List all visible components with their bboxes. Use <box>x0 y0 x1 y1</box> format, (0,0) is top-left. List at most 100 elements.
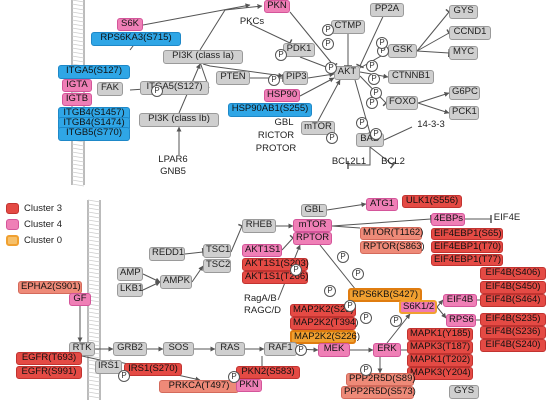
node-pck1: PCK1 <box>449 106 479 120</box>
node-irs1: IRS1 <box>95 360 122 374</box>
node-gys-bottom: GYS <box>449 385 479 399</box>
connector-12 <box>416 8 453 52</box>
node-rptor: RPTOR <box>293 232 332 245</box>
connector-53 <box>436 306 447 319</box>
node-amp: AMP <box>117 267 143 281</box>
node-map2k2-s23: MAP2K2(S23) <box>290 304 356 317</box>
node-ctnnb1: CTNNB1 <box>388 70 434 84</box>
phospho-site-4: P <box>366 60 378 72</box>
node-lkb1: LKB1 <box>117 283 143 297</box>
node-bcl2l1: BCL2L1 <box>331 156 367 167</box>
node-pi3k-class-ia: PI3K (class Ia) <box>163 50 243 64</box>
node-rptor-s863: RPTOR(S863) <box>360 241 425 254</box>
node-pkcs: PKCs <box>239 16 265 27</box>
node-eif4b-s450: EIF4B(S450) <box>480 281 546 294</box>
phospho-site-5: P <box>368 73 380 85</box>
node-rictor: RICTOR <box>257 130 295 141</box>
phospho-site-20: P <box>360 312 372 324</box>
connector-8 <box>142 3 251 26</box>
node-eif4ebp1-t77: EIF4EBP1(T77) <box>431 254 503 266</box>
node-eif4e: EIF4E <box>493 212 521 223</box>
node-ulk1-s556: ULK1(S556) <box>402 195 462 208</box>
phospho-site-1: P <box>268 74 280 86</box>
connector-40 <box>142 281 161 291</box>
node-ppp2r5d-s89: PPP2R5D(S89) <box>346 373 416 386</box>
node-g6pc: G6PC <box>449 86 480 100</box>
connector-37 <box>184 247 205 257</box>
connector-51 <box>386 313 411 344</box>
connector-43 <box>281 234 297 251</box>
node-ppp2r5d-s573: PPP2R5D(S573) <box>341 386 416 399</box>
node-igta: IGTA <box>62 79 92 92</box>
phospho-site-18: P <box>344 300 356 312</box>
node-mapk3-y204: MAPK3(Y204) <box>407 367 473 380</box>
phospho-site-11: P <box>151 85 163 97</box>
node-rps6ka3-s715: RPS6KA3(S715) <box>91 32 181 46</box>
node-ctmp: CTMP <box>331 20 365 34</box>
phospho-site-24: P <box>228 371 240 383</box>
node-hsp90: HSP90 <box>264 89 300 102</box>
node-irs1-s270: IRS1(S270) <box>124 363 182 376</box>
phospho-site-25: P <box>295 344 307 356</box>
node-14-3-3: 14-3-3 <box>417 119 445 130</box>
node-4ebps: 4EBPs <box>431 213 465 226</box>
node-raga-b: RagA/B <box>244 293 277 304</box>
node-eif4b-s406: EIF4B(S406) <box>480 267 546 280</box>
phospho-site-9: P <box>356 117 368 129</box>
phospho-site-2: P <box>322 38 334 50</box>
connector-41 <box>230 223 246 253</box>
node-redd1: REDD1 <box>149 247 185 261</box>
node-eif4b-s235: EIF4B(S235) <box>480 313 546 326</box>
node-eif4ebp1-s65: EIF4EBP1(S65) <box>431 228 503 240</box>
node-atg1: ATG1 <box>366 198 398 211</box>
node-pkn2-s583: PKN2(S583) <box>236 366 300 379</box>
node-lpar6: LPAR6 <box>158 154 188 165</box>
node-akt1s1-s203: AKT1S1(S203) <box>242 258 309 271</box>
connector-19 <box>417 102 450 114</box>
node-map2k2-s226: MAP2K2(S226) <box>290 330 360 344</box>
node-pp2a: PP2A <box>370 3 404 17</box>
legend-swatch-cluster-3 <box>6 203 19 214</box>
node-hsp90ab1-s255: HSP90AB1(S255) <box>228 103 312 117</box>
node-epha2-s901: EPHA2(S901) <box>18 281 82 294</box>
node-mapk1-y185: MAPK1(Y185) <box>407 328 473 341</box>
node-gbl-bottom: GBL <box>301 204 327 217</box>
connector-36 <box>81 355 101 361</box>
node-itgb5-s770: ITGB5(S770) <box>58 127 130 141</box>
node-itga5-s127-a: ITGA5(S127) <box>58 65 130 79</box>
node-gys-top: GYS <box>449 5 478 19</box>
node-eif4ebp1-t70: EIF4EBP1(T70) <box>431 241 503 253</box>
node-mtor-bottom: mTOR <box>293 219 332 232</box>
connector-45 <box>326 202 367 211</box>
node-foxo: FOXO <box>386 96 418 110</box>
node-tsc1: TSC1 <box>203 244 231 258</box>
node-mtor-top: mTOR <box>301 121 335 135</box>
node-akt1s1: AKT1S1 <box>242 244 282 257</box>
phospho-site-0: P <box>275 49 287 61</box>
node-pip3: PIP3 <box>283 71 308 85</box>
node-pi3k-class-ib: PI3K (class Ib) <box>139 113 219 127</box>
node-fak: FAK <box>97 82 123 96</box>
node-egfr-s991: EGFR(S991) <box>16 366 82 379</box>
node-prkca-t497: PRKCA(T497) <box>159 380 239 393</box>
connector-15 <box>356 9 387 69</box>
node-mapk1-t202: MAPK1(T202) <box>407 354 473 367</box>
legend-label-cluster-0: Cluster 0 <box>24 235 63 246</box>
legend-swatch-cluster-4 <box>6 219 19 230</box>
connector-52 <box>436 299 444 308</box>
phospho-site-17: P <box>324 285 336 297</box>
node-pten: PTEN <box>216 71 250 85</box>
connector-18 <box>417 92 450 104</box>
connector-23 <box>369 146 397 169</box>
connector-38 <box>191 265 204 283</box>
node-sos: SOS <box>163 342 194 356</box>
node-erk: ERK <box>373 343 401 357</box>
connector-22 <box>347 147 371 169</box>
connector-24 <box>299 77 335 97</box>
legend-label-cluster-3: Cluster 3 <box>24 203 63 214</box>
node-eif4b-s464: EIF4B(S464) <box>480 294 546 307</box>
phospho-site-14: P <box>322 24 334 36</box>
node-gbl-top: GBL <box>274 117 294 128</box>
legend-swatch-cluster-0 <box>6 235 19 246</box>
